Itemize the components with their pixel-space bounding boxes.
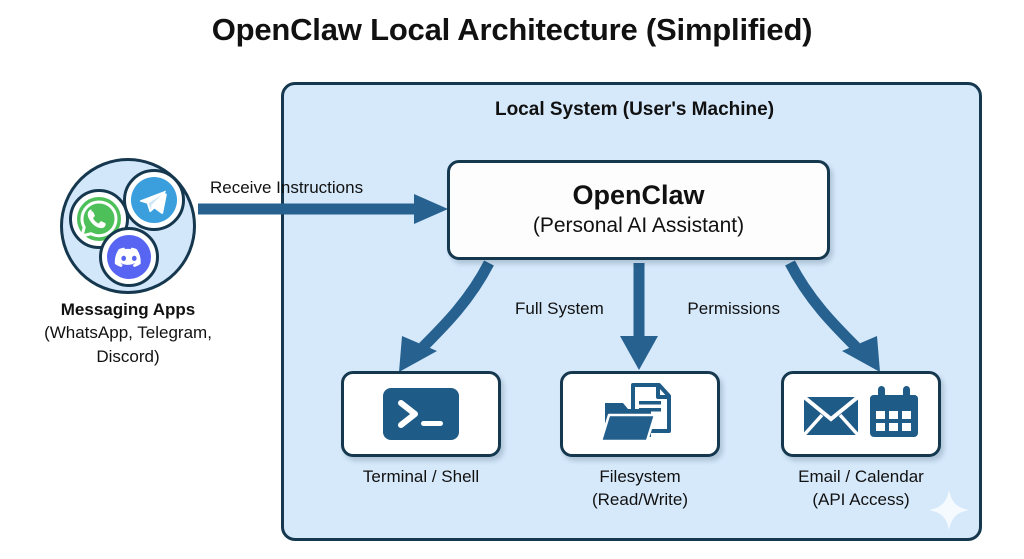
envelope-calendar-icon xyxy=(802,386,918,437)
permissions-label-right: Permissions xyxy=(687,299,780,318)
telegram-icon xyxy=(131,177,177,223)
page-title: OpenClaw Local Architecture (Simplified) xyxy=(211,12,813,47)
email-calendar-box xyxy=(781,371,941,457)
messaging-apps-subtitle-1: (WhatsApp, Telegram, xyxy=(44,323,212,343)
telegram-badge xyxy=(123,169,185,231)
email-label-line2: (API Access) xyxy=(812,489,910,509)
openclaw-box: OpenClaw (Personal AI Assistant) xyxy=(447,160,830,260)
local-system-title: Local System (User's Machine) xyxy=(494,99,775,120)
whatsapp-badge xyxy=(69,189,129,249)
openclaw-subtitle: (Personal AI Assistant) xyxy=(532,214,745,238)
messaging-apps-heading: Messaging Apps xyxy=(60,300,196,319)
messaging-apps-cluster xyxy=(60,158,196,294)
email-calendar-label: Email / Calendar (API Access) xyxy=(746,466,976,512)
filesystem-label-line1: Filesystem xyxy=(599,467,681,486)
terminal-label: Terminal / Shell xyxy=(306,466,536,489)
filesystem-label-line2: (Read/Write) xyxy=(591,489,689,509)
messaging-apps-subtitle-2: Discord) xyxy=(96,346,160,366)
receive-instructions-label: Receive Instructions xyxy=(210,178,364,197)
permissions-label-left: Full System xyxy=(515,299,604,318)
terminal-box xyxy=(341,371,501,457)
openclaw-name: OpenClaw xyxy=(572,180,705,211)
email-label-line1: Email / Calendar xyxy=(798,467,924,486)
folder-document-icon xyxy=(599,383,671,443)
terminal-icon xyxy=(383,388,459,440)
sparkle-icon xyxy=(929,490,969,530)
terminal-label-line1: Terminal / Shell xyxy=(362,467,480,486)
messaging-apps-label: Messaging Apps (WhatsApp, Telegram, Disc… xyxy=(0,298,256,368)
discord-icon xyxy=(107,235,151,279)
whatsapp-icon xyxy=(77,197,121,241)
discord-badge xyxy=(99,227,159,287)
local-system-panel: Local System (User's Machine) xyxy=(281,82,982,541)
full-system-permissions-label: Full System Permissions xyxy=(515,299,780,319)
filesystem-label: Filesystem (Read/Write) xyxy=(525,466,755,512)
filesystem-box xyxy=(560,371,720,457)
